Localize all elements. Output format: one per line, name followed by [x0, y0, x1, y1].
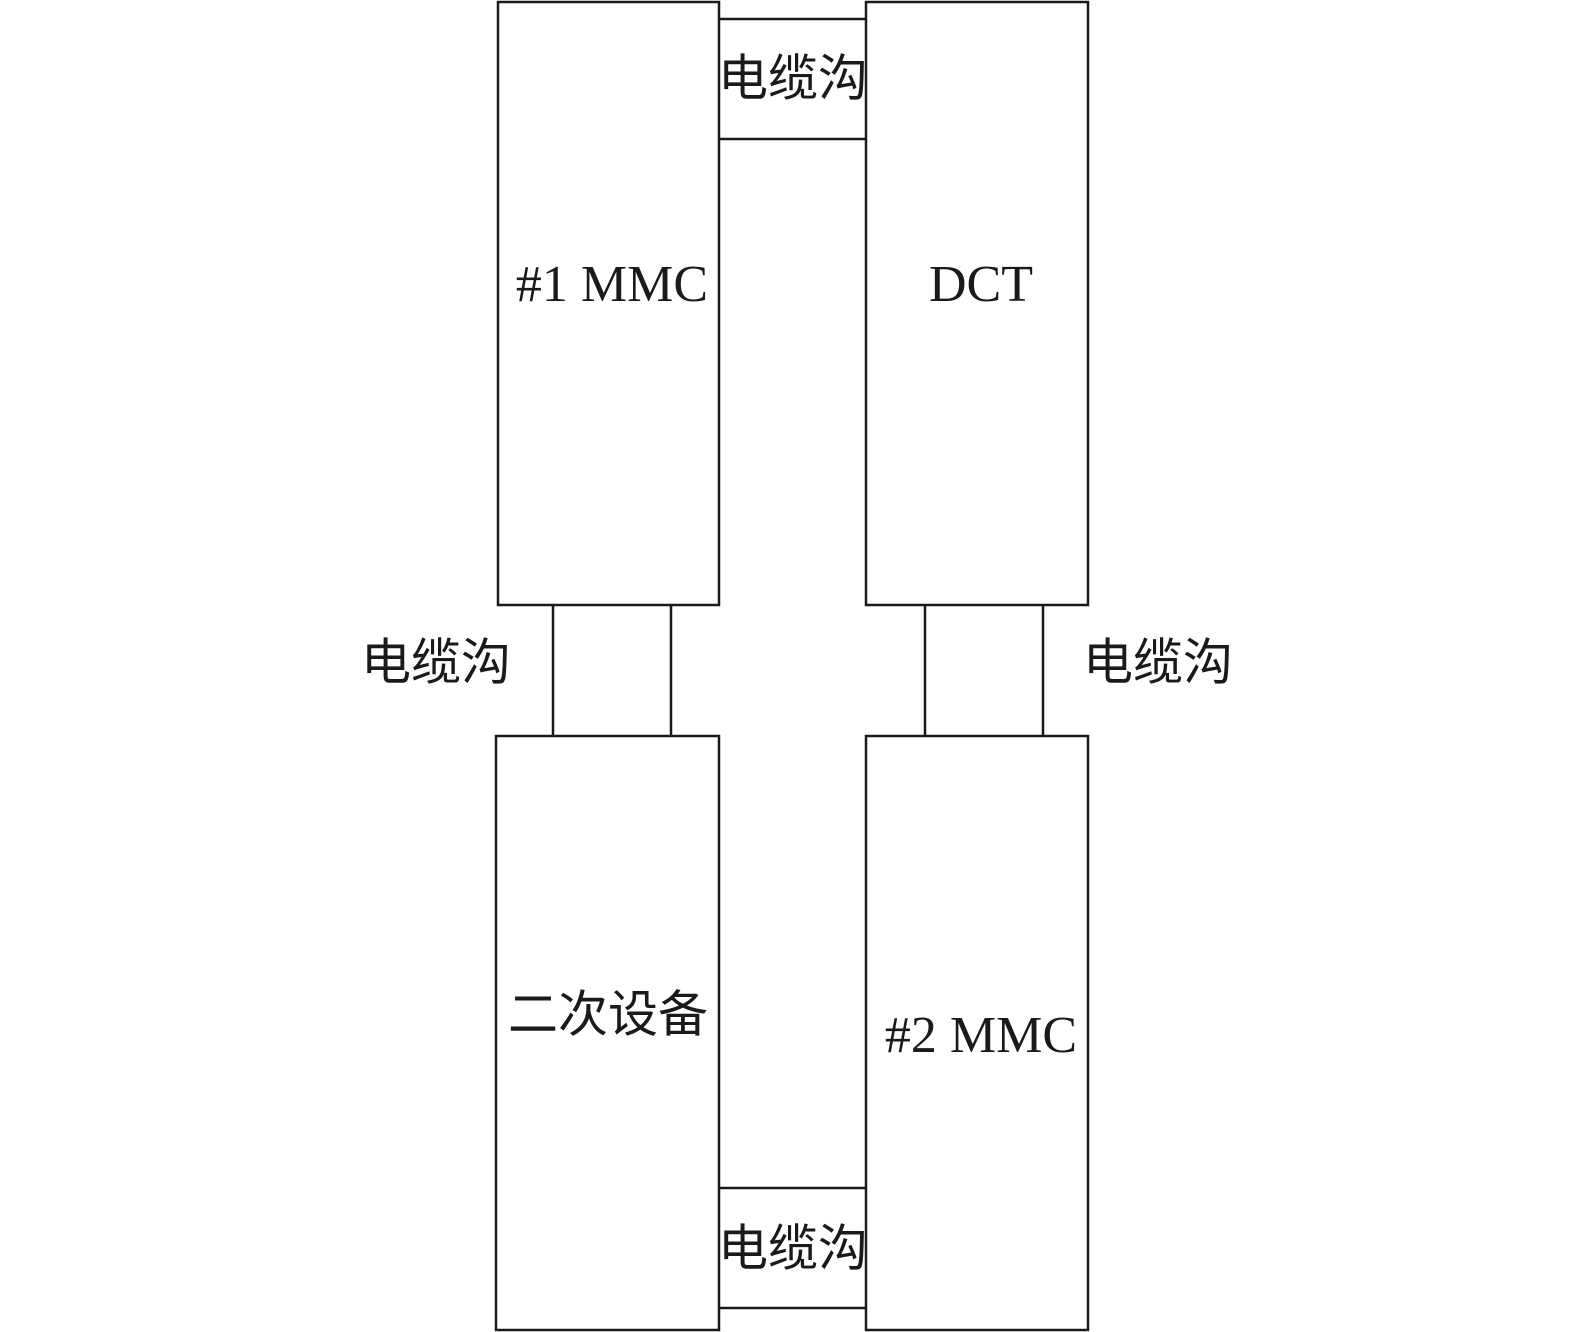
- mmc1-label: #1 MMC: [516, 256, 708, 313]
- secondary-equipment-block: [494, 734, 721, 1332]
- mmc2-label: #2 MMC: [885, 1007, 1077, 1064]
- right-cable-trench: [923, 605, 1045, 736]
- top-trench-label: 电缆沟: [718, 50, 868, 106]
- top-cable-trench: [719, 17, 866, 141]
- left-trench-label: 电缆沟: [361, 634, 511, 690]
- mmc1-block: [496, 0, 721, 607]
- mmc2-block: [864, 734, 1090, 1332]
- left-cable-trench: [551, 605, 673, 736]
- bottom-cable-trench: [719, 1186, 866, 1310]
- right-trench-label: 电缆沟: [1083, 634, 1233, 690]
- secondary-equipment-label: 二次设备: [508, 986, 708, 1042]
- dct-block: [864, 0, 1090, 607]
- bottom-trench-label: 电缆沟: [718, 1220, 868, 1276]
- dct-label: DCT: [929, 256, 1033, 313]
